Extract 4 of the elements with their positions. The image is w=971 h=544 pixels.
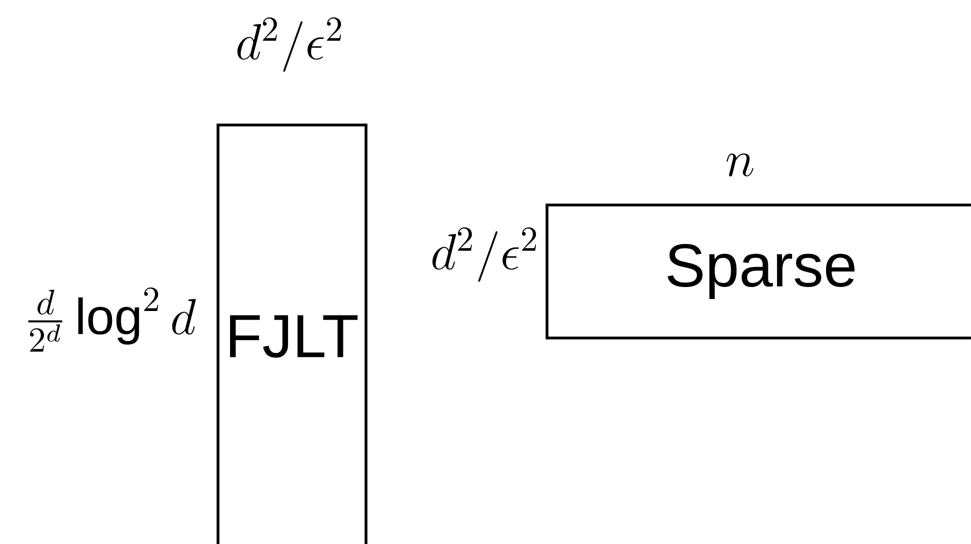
box: FJLT: [216, 124, 368, 544]
dimension-label: $d^2/\epsilon^2$: [432, 227, 536, 282]
dimension-label: $d^2/\epsilon^2$: [237, 17, 342, 72]
box: Sparse: [546, 204, 971, 340]
